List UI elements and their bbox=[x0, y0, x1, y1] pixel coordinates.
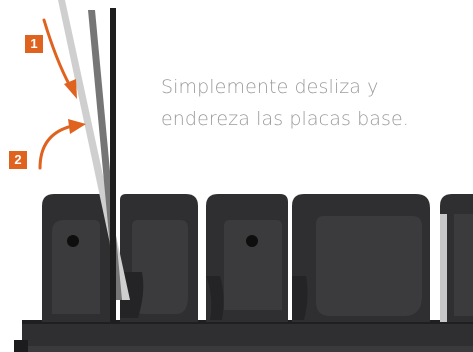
caption-line-2: endereza las placas base. bbox=[161, 108, 409, 130]
holder-segment-1 bbox=[42, 194, 110, 322]
curved-down-arrow-icon bbox=[42, 18, 77, 99]
holder-base bbox=[14, 320, 473, 352]
mounting-hole-icon bbox=[67, 235, 79, 247]
holder-segment-4 bbox=[292, 194, 430, 322]
caption-line-1: Simplemente desliza y bbox=[161, 76, 379, 98]
instruction-caption: Simplemente desliza y endereza las placa… bbox=[161, 71, 461, 135]
holder-segment-3 bbox=[206, 194, 288, 322]
holder-segment-2 bbox=[120, 194, 198, 322]
plate-black bbox=[110, 8, 116, 322]
curved-up-arrow-icon bbox=[38, 119, 86, 170]
holder-segment-5 bbox=[440, 194, 473, 322]
step-1-badge: 1 bbox=[25, 35, 43, 53]
mounting-hole-icon bbox=[246, 235, 258, 247]
base-plates bbox=[58, 0, 130, 322]
step-2-badge: 2 bbox=[9, 151, 27, 169]
